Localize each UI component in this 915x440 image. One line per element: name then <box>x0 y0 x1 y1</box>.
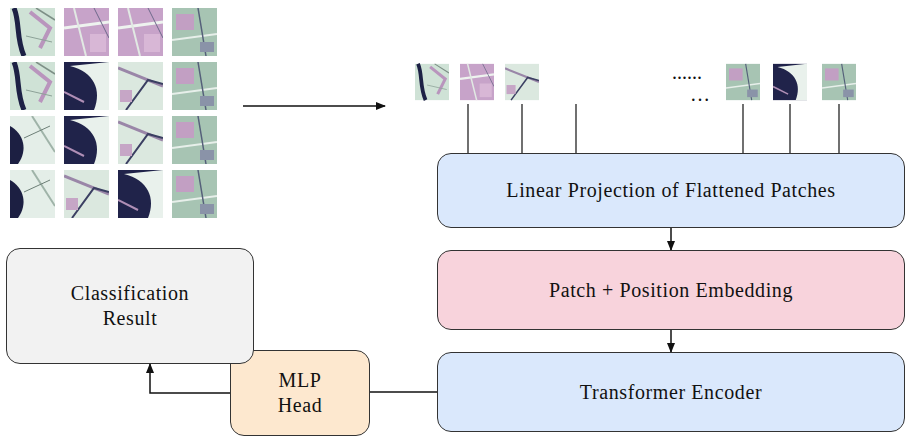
box-text: Classification Result <box>50 281 210 331</box>
result-box: Classification Result <box>6 248 254 364</box>
flow-arrow <box>150 364 230 393</box>
projection-box: Linear Projection of Flattened Patches <box>437 153 905 228</box>
flow-arrow <box>670 228 672 250</box>
flow-arrow <box>670 330 672 352</box>
ellipsis-label: ...... <box>672 62 702 82</box>
box-text: Patch + Position Embedding <box>549 278 793 303</box>
mlp-head-box: MLP Head <box>230 350 370 436</box>
box-text: MLP Head <box>265 368 335 418</box>
flow-arrow <box>370 391 437 393</box>
encoder-box: Transformer Encoder <box>437 352 905 432</box>
ellipsis-label: … <box>690 84 710 104</box>
box-text: Transformer Encoder <box>580 380 762 405</box>
embedding-box: Patch + Position Embedding <box>437 250 905 330</box>
box-text: Linear Projection of Flattened Patches <box>506 178 835 203</box>
